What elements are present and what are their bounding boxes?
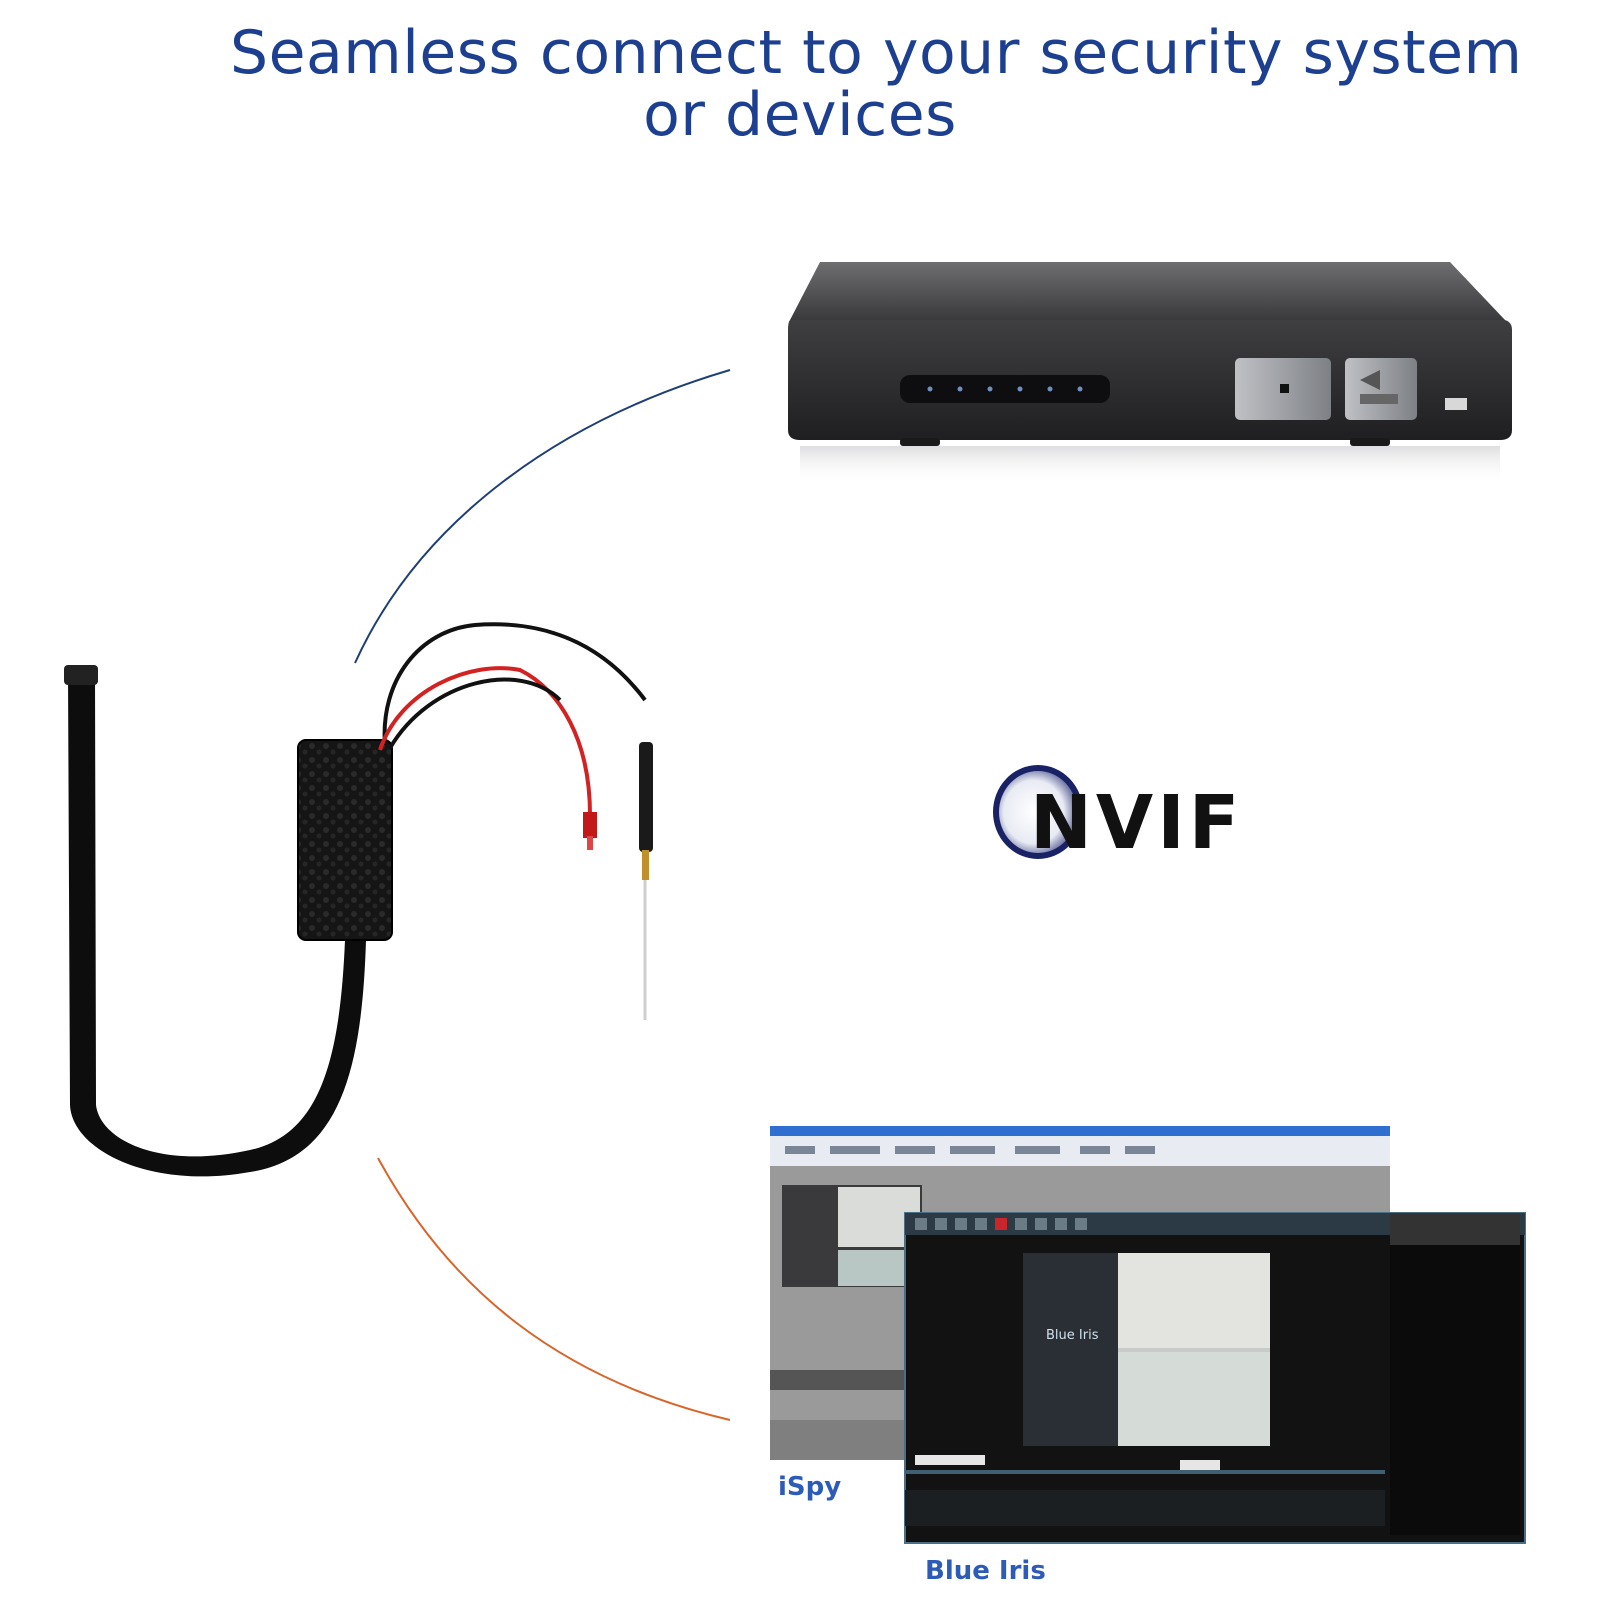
dvr-link-line xyxy=(354,369,731,664)
ispy-label: iSpy xyxy=(778,1472,842,1502)
blueiris-label: Blue Iris xyxy=(925,1556,1046,1586)
blueiris-overlay-text: Blue Iris xyxy=(1046,1328,1099,1343)
onvif-wordmark: NVIF xyxy=(1030,780,1244,866)
headline-line-2: or devices xyxy=(643,80,957,150)
camera-module xyxy=(64,622,653,1177)
pc-link-line xyxy=(377,1157,731,1421)
usb-port xyxy=(1445,398,1467,410)
blueiris-screenshot xyxy=(904,1212,1526,1544)
dvr-recorder xyxy=(788,262,1512,486)
dvr-led-strip xyxy=(900,375,1110,403)
onvif-logo xyxy=(993,765,1083,859)
headline-line-1: Seamless connect to your security system xyxy=(230,18,1523,88)
ribbon-cable xyxy=(68,672,366,1177)
antenna-sleeve xyxy=(639,742,653,852)
camera-lens xyxy=(64,665,98,685)
headline: Seamless connect to your security system… xyxy=(0,22,1600,146)
dvr-nav-panel xyxy=(1345,358,1417,420)
wifi-board xyxy=(297,739,393,941)
